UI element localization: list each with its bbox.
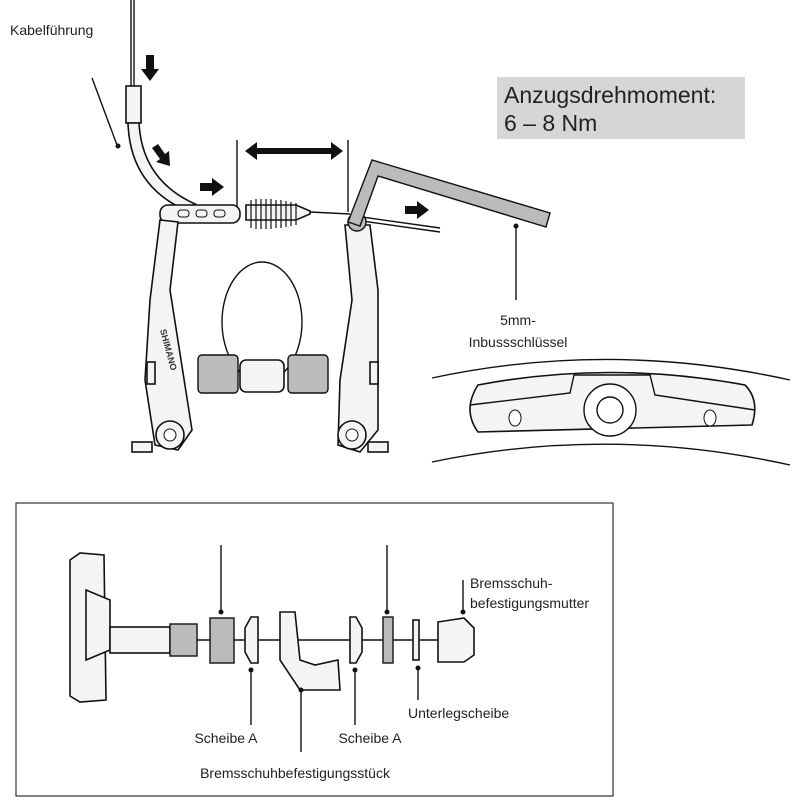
torque-box — [497, 77, 745, 139]
fixing-piece-label: Bremsschuhbefestigungsstück — [200, 765, 391, 781]
spacer-a-left — [244, 616, 259, 664]
double-arrow-icon — [245, 142, 343, 160]
fixing-piece — [279, 611, 341, 691]
torque-value: 6 – 8 Nm — [504, 110, 597, 136]
arrow-diagonal-icon — [152, 144, 170, 166]
hex-key-label: Inbussschlüssel — [469, 334, 568, 350]
exploded-view: Bremsschuh- befestigungsmutter Unterlegs… — [69, 545, 589, 781]
washer — [412, 619, 420, 661]
spacer-concave — [209, 617, 235, 664]
hex-key-label: 5mm- — [500, 312, 536, 328]
exploded-view-frame — [15, 502, 614, 797]
shoe-nut — [437, 617, 475, 663]
torque-title: Anzugsdrehmoment: — [504, 82, 716, 108]
direction-arrows — [141, 55, 429, 219]
spacer-convex — [382, 616, 394, 664]
spacer-a-right-label: Scheibe A — [338, 730, 402, 746]
nut-label: befestigungsmutter — [470, 595, 589, 611]
cable-span — [309, 211, 351, 215]
left-brake-arm — [144, 219, 193, 451]
cable-noodle — [159, 204, 241, 224]
brake-shoe-right — [287, 354, 329, 394]
shoe-stem — [109, 626, 171, 654]
cable-housing — [127, 122, 197, 211]
thread-icon — [169, 623, 198, 657]
rim-pad-detail — [431, 358, 791, 466]
spacer-a-right — [349, 616, 363, 664]
washer-label: Unterlegscheibe — [408, 705, 509, 721]
arrow-down-icon — [141, 55, 159, 81]
cable-guide-leader — [91, 77, 118, 146]
hex-key-icon — [347, 159, 551, 228]
spacer-a-left-label: Scheibe A — [194, 730, 258, 746]
arrow-right-icon — [405, 201, 429, 219]
cable-boot — [245, 199, 311, 229]
right-brake-arm — [337, 224, 379, 453]
nut-label: Bremsschuh- — [470, 575, 553, 591]
v-brake-assembly: Kabelführung — [10, 0, 745, 453]
cable-ferrule — [125, 85, 142, 124]
arrow-right-icon — [200, 178, 224, 196]
brake-shoe-left — [197, 354, 239, 394]
rim-section — [239, 359, 285, 393]
cable-guide-label: Kabelführung — [10, 22, 93, 38]
